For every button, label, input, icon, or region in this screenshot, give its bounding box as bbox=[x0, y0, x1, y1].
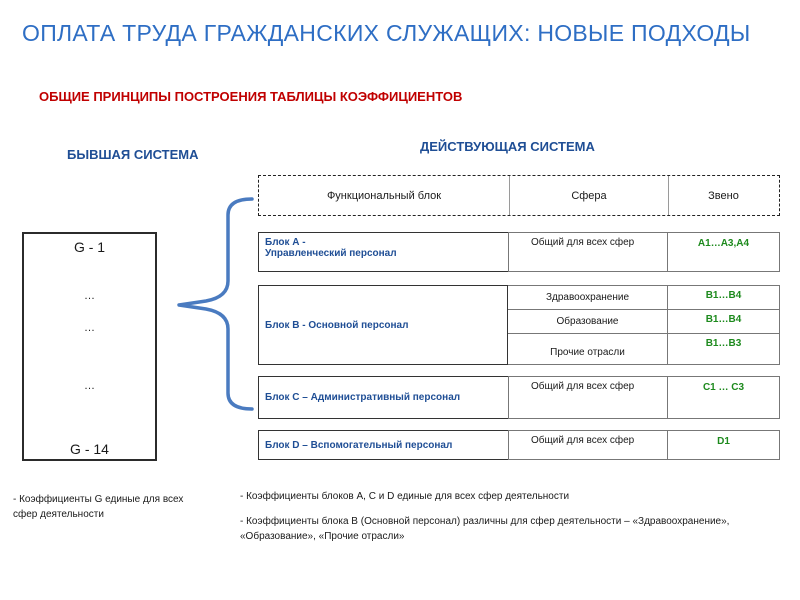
block-b-sphere: Здравоохранение bbox=[508, 285, 668, 310]
g-ellipsis: … bbox=[84, 290, 95, 302]
g-first-item: G - 1 bbox=[73, 239, 106, 255]
block-b-level: В1…В4 bbox=[668, 285, 780, 310]
block-b-level: В1…В4 bbox=[668, 310, 780, 334]
block-a-row: Блок А - Управленческий персонал Общий д… bbox=[258, 232, 780, 272]
g-ellipsis: … bbox=[84, 380, 95, 392]
new-system-heading: ДЕЙСТВУЮЩАЯ СИСТЕМА bbox=[420, 139, 595, 154]
g-last-item: G - 14 bbox=[70, 441, 109, 457]
block-c-name: Блок С – Административный персонал bbox=[258, 376, 508, 419]
block-c-row: Блок С – Административный персонал Общий… bbox=[258, 376, 780, 419]
block-d-name: Блок D – Вспомогательный персонал bbox=[258, 430, 508, 460]
new-system-note-2: - Коэффициенты блока В (Основной персона… bbox=[240, 516, 730, 542]
block-b-level: В1…В3 bbox=[668, 334, 780, 365]
block-b-subrow: Прочие отрасли В1…В3 bbox=[508, 334, 780, 365]
block-b-sphere: Прочие отрасли bbox=[508, 334, 668, 365]
curly-brace-icon bbox=[177, 197, 254, 411]
block-b-row: Блок В - Основной персонал Здравоохранен… bbox=[258, 285, 780, 365]
block-c-sphere: Общий для всех сфер bbox=[508, 376, 668, 419]
column-header-functional-block: Функциональный блок bbox=[259, 176, 510, 215]
block-b-subrow: Здравоохранение В1…В4 bbox=[508, 285, 780, 310]
old-system-note: - Коэффициенты G единые для всех сфер де… bbox=[13, 494, 184, 520]
block-d-sphere: Общий для всех сфер bbox=[508, 430, 668, 460]
old-system-heading: БЫВШАЯ СИСТЕМА bbox=[67, 147, 199, 162]
column-header-sphere: Сфера bbox=[510, 176, 669, 215]
column-header-level: Звено bbox=[708, 189, 739, 202]
new-system-note-1: - Коэффициенты блоков А, С и D единые дл… bbox=[240, 491, 570, 502]
block-b-name: Блок В - Основной персонал bbox=[258, 285, 508, 365]
block-a-level: А1…А3,А4 bbox=[668, 232, 780, 272]
section-subtitle: ОБЩИЕ ПРИНЦИПЫ ПОСТРОЕНИЯ ТАБЛИЦЫ КОЭФФИ… bbox=[39, 89, 463, 104]
block-b-subrow: Образование В1…В4 bbox=[508, 310, 780, 334]
block-a-name-line1: Блок А - bbox=[265, 237, 306, 248]
g-ellipsis: … bbox=[84, 322, 95, 334]
block-d-row: Блок D – Вспомогательный персонал Общий … bbox=[258, 430, 780, 460]
block-d-level: D1 bbox=[668, 430, 780, 460]
block-a-name-line2: Управленческий персонал bbox=[265, 248, 397, 259]
block-b-sphere: Образование bbox=[508, 310, 668, 334]
block-c-level: С1 … С3 bbox=[668, 376, 780, 419]
page-title: ОПЛАТА ТРУДА ГРАЖДАНСКИХ СЛУЖАЩИХ: НОВЫЕ… bbox=[22, 20, 751, 46]
coefficient-table-header: Функциональный блок Сфера Звено bbox=[258, 175, 780, 216]
g-coefficient-list: G - 1 … … … G - 14 bbox=[22, 232, 157, 461]
block-a-name: Блок А - Управленческий персонал bbox=[258, 232, 508, 272]
block-a-sphere: Общий для всех сфер bbox=[508, 232, 668, 272]
